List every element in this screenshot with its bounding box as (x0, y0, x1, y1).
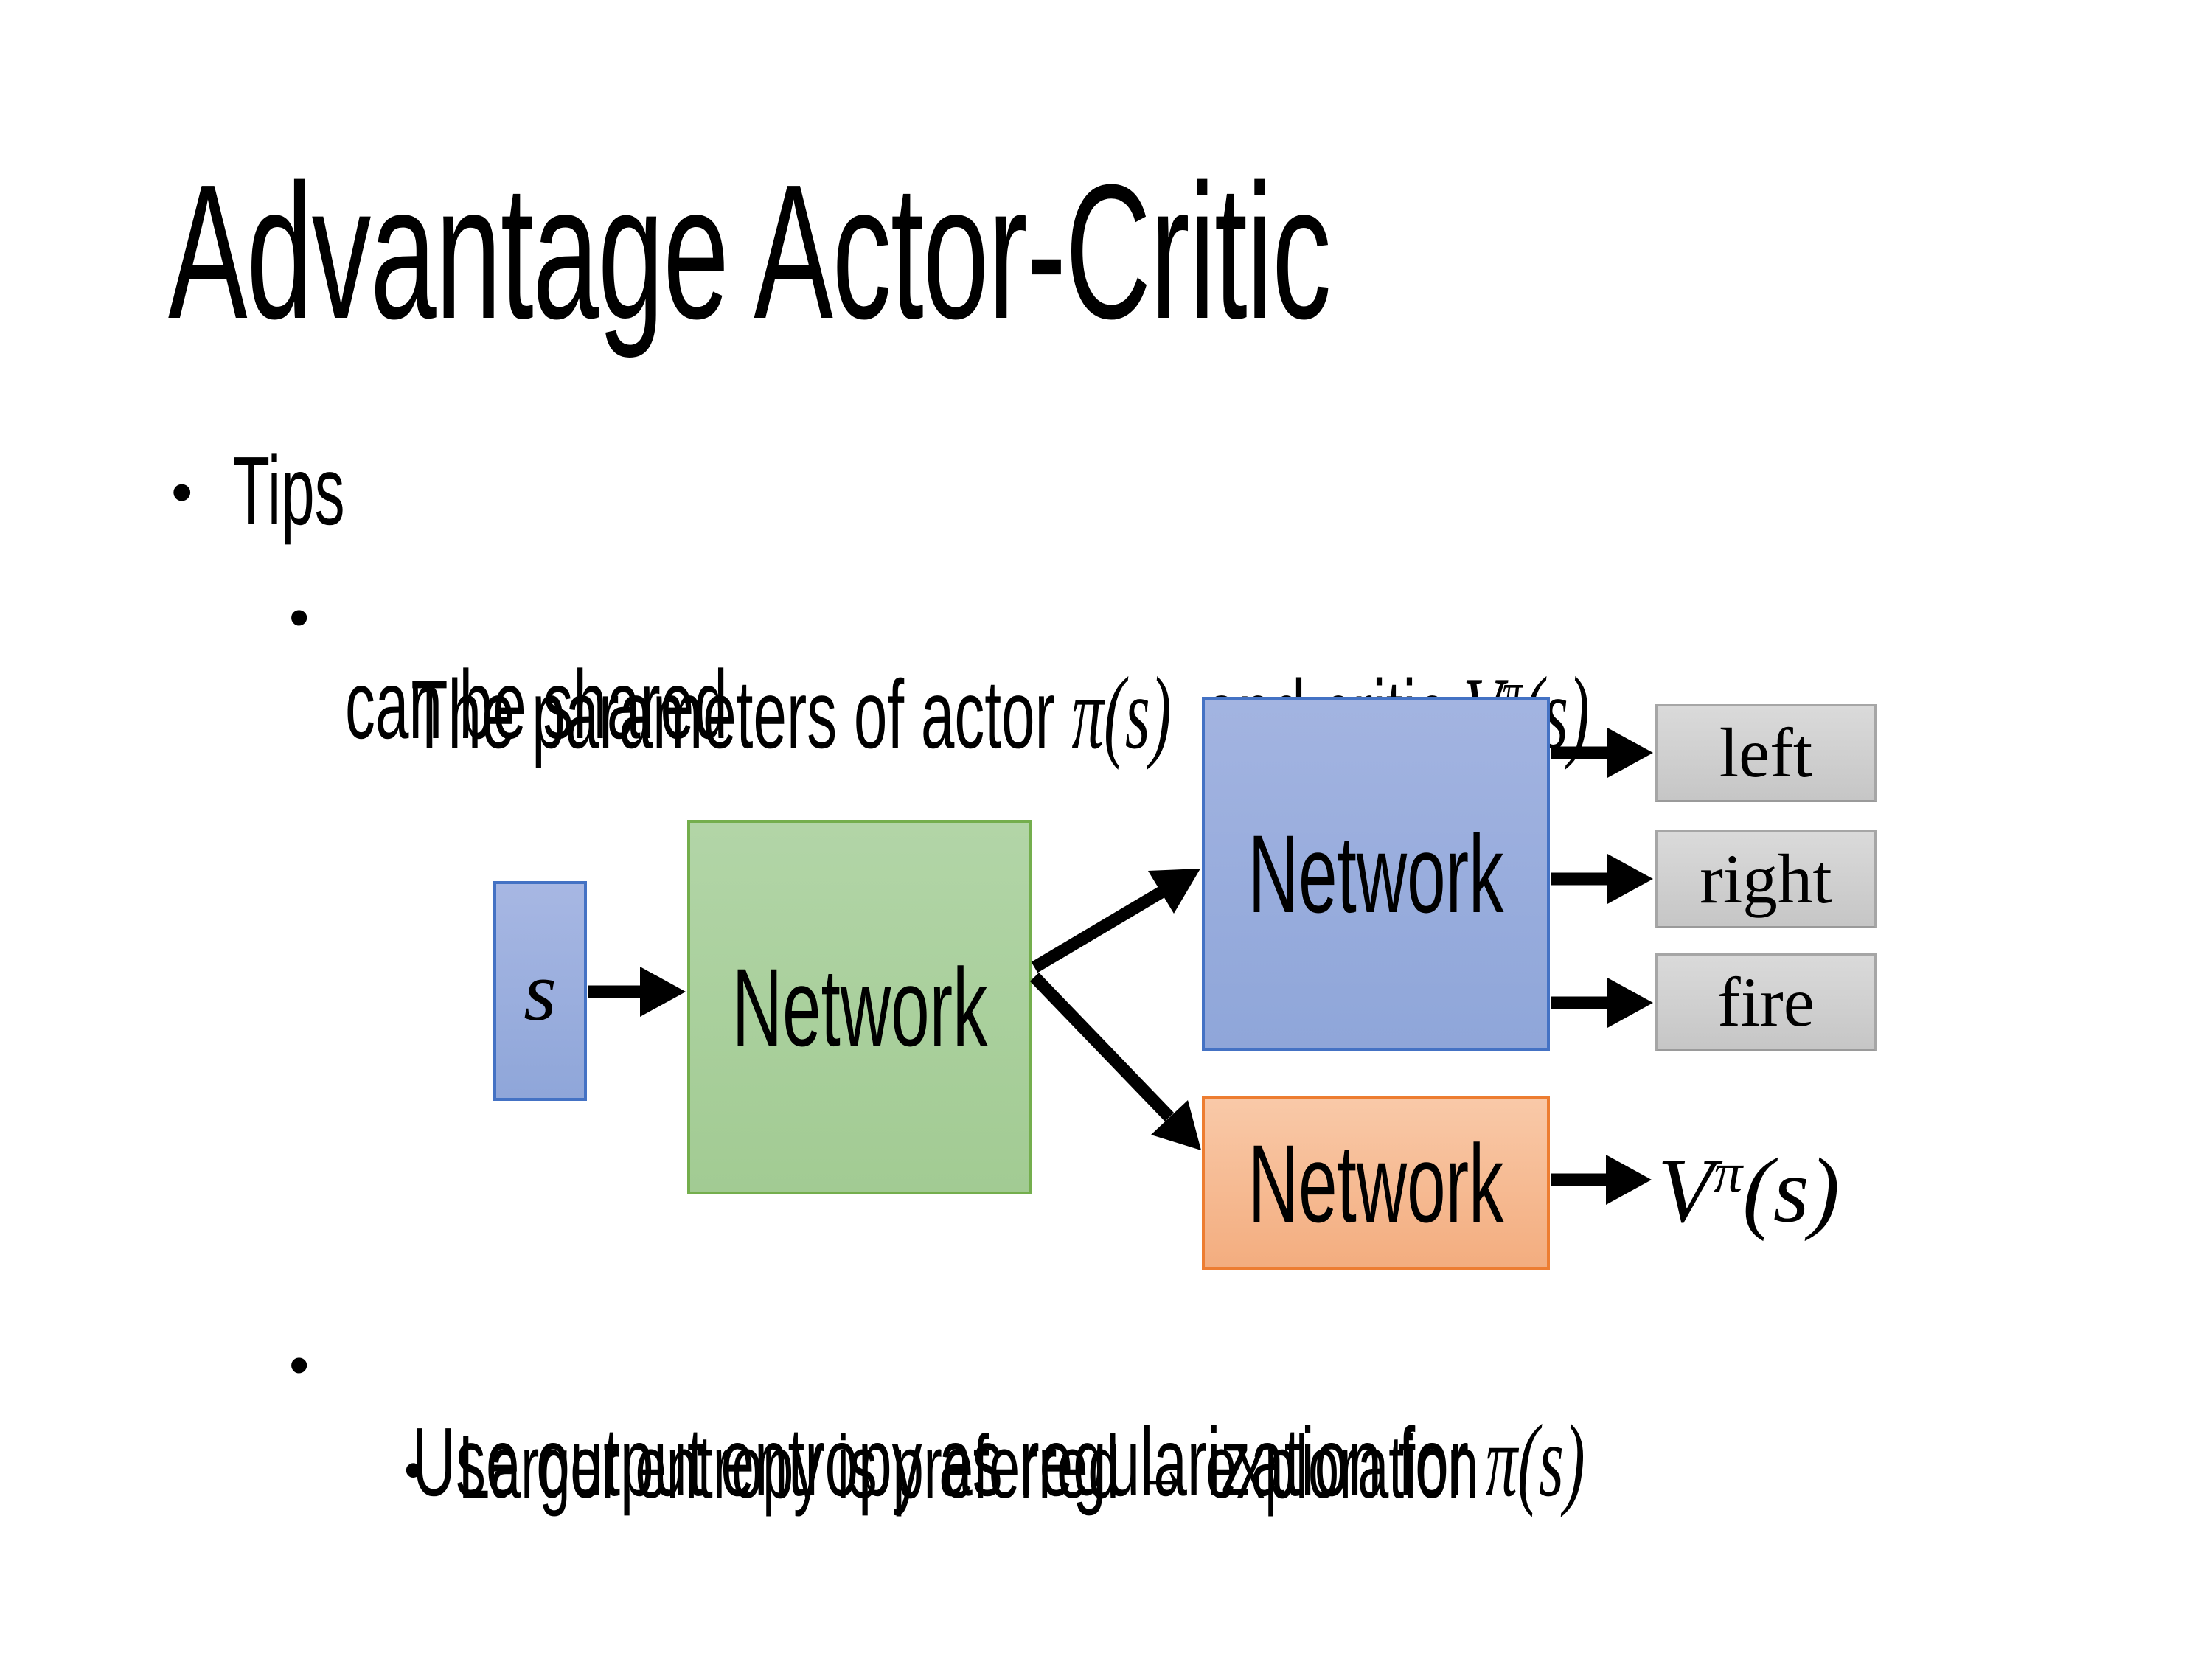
state-label: s (524, 944, 557, 1038)
action-box-left: left (1655, 704, 1877, 802)
value-output-sup-pi: π (1714, 1141, 1743, 1204)
entropy-policy-math: π(s) (1485, 1404, 1585, 1518)
shared-text-before: The parameters of actor (411, 660, 1072, 769)
state-input-box: s (493, 881, 587, 1101)
action-box-right: right (1655, 830, 1877, 928)
bullet-marker: • (171, 457, 193, 526)
bullet-shared-line2: can be shared (345, 650, 728, 759)
value-output-label: Vπ(s) (1658, 1144, 1840, 1237)
bullet-marker: • (289, 585, 310, 650)
actor-network-label: Network (1248, 812, 1504, 936)
actor-policy-math: π(s) (1071, 656, 1172, 771)
arrow-critic-to-value-icon (1551, 1155, 1652, 1205)
bullet-exploration: Larger entropy is preferred → exploratio… (459, 1416, 1479, 1517)
actor-network-box: Network (1202, 697, 1550, 1051)
value-output-base: V (1658, 1140, 1714, 1242)
bullet-marker: • (289, 1332, 310, 1397)
critic-network-label: Network (1248, 1121, 1504, 1245)
action-label-fire: fire (1717, 963, 1815, 1041)
action-label-right: right (1700, 840, 1832, 918)
arrow-state-to-shared-icon (588, 967, 686, 1017)
bullet-entropy: Use output entropy as regularization for… (345, 1312, 1585, 1610)
critic-network-box: Network (1202, 1096, 1550, 1270)
arrow-actor-to-fire-icon (1551, 978, 1653, 1028)
shared-network-box: Network (687, 820, 1032, 1194)
bullet-marker: • (404, 1441, 423, 1500)
entropy-text-before: Use output entropy as regularization for (411, 1408, 1486, 1516)
slide-title: Advantage Actor-Critic (168, 145, 1332, 359)
arrow-shared-to-actor-icon (1031, 869, 1200, 973)
value-output-args: (s) (1742, 1140, 1840, 1242)
bullet-tips: Tips (233, 437, 345, 545)
action-box-fire: fire (1655, 953, 1877, 1051)
shared-network-label: Network (731, 945, 988, 1069)
arrow-shared-to-critic-icon (1029, 973, 1201, 1150)
action-label-left: left (1719, 714, 1813, 792)
